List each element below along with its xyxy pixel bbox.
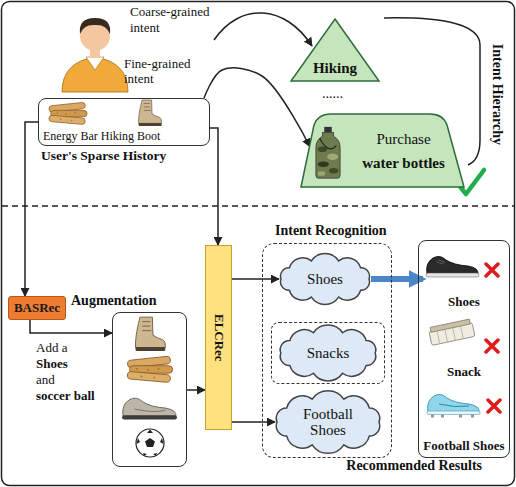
node-text: Shoes [307, 270, 343, 288]
intent-label: Coarse-grained intent [130, 4, 225, 35]
tri-path [291, 19, 379, 81]
note-text: soccer ball [36, 388, 95, 404]
node-text: Shoes [448, 294, 480, 309]
node-text: ELCRec [211, 314, 227, 362]
note-text: Shoes [36, 356, 68, 372]
model-box: ELCRec [205, 245, 232, 430]
connector-arrow [187, 389, 205, 391]
history-box: Energy Bar Hiking BootUser's Sparse Hist… [38, 98, 210, 146]
snack-image [428, 319, 475, 346]
group-box: Intent RecognitionShoesSnacksFootball Sh… [262, 243, 392, 458]
cloud-path [280, 325, 376, 381]
results-box: Recommended ResultsShoesSnackFootball Sh… [418, 240, 510, 458]
cross-mark [486, 340, 498, 352]
connector-arrow [210, 128, 218, 245]
trap-outline [300, 113, 465, 188]
node-text: Snacks [307, 344, 350, 362]
result-item: Snack [421, 317, 507, 381]
node-heading: User's Sparse History [41, 148, 166, 164]
shoe-image [122, 398, 177, 419]
ellipsis: ...... [322, 86, 343, 103]
football-shoe-image [427, 394, 480, 417]
result-item: Shoes [421, 245, 507, 311]
node-heading: Recommended Results [346, 458, 482, 475]
node-text: water bottles [362, 154, 445, 172]
cloud-path [281, 254, 370, 305]
hiking-boot-image [135, 317, 165, 351]
cross-mark [488, 400, 500, 412]
node-text: Football Shoes [423, 438, 504, 453]
soccer-ball-image [136, 429, 164, 457]
note-text: and [36, 372, 55, 388]
node-text: Football Shoes [288, 406, 368, 439]
connector-arrow [371, 276, 423, 282]
coarse-intent-arrow [214, 13, 312, 46]
intent-cloud: Shoes [275, 254, 375, 304]
hierarchy-label: Intent Hierarchy [489, 29, 506, 159]
connector-arrow [30, 320, 112, 333]
node-text: Snack [447, 364, 481, 379]
intent-cloud: Football Shoes [271, 392, 385, 452]
divider-line [2, 205, 514, 207]
intent-cloud: Snacks [271, 322, 385, 384]
user-icon [62, 18, 128, 92]
trap-path [301, 114, 464, 187]
hiking-boot-image [139, 100, 162, 126]
process-box: BASRec [8, 296, 66, 320]
intent-triangle: Hiking [290, 18, 380, 82]
result-item: Football Shoes [421, 387, 507, 455]
shoe-image [426, 256, 479, 277]
note-text: Add a [36, 340, 67, 356]
connector-arrow [25, 122, 38, 296]
edge-label: Fine-grained intent [124, 56, 204, 86]
node-text: Purchase [376, 130, 430, 148]
node-text: Hiking [313, 59, 357, 77]
connector-arrow [232, 278, 279, 280]
node-text: BASRec [14, 300, 60, 316]
energy-bar-image [127, 356, 173, 383]
water-bottle-image [316, 127, 340, 178]
augmented-box: Augmentation [112, 312, 187, 467]
cross-mark [486, 264, 498, 276]
node-heading: Intent Recognition [275, 223, 387, 240]
node-heading: Augmentation [71, 293, 157, 310]
intent-trapezoid: Purchase water bottles [300, 113, 465, 188]
node-text: Energy Bar Hiking Boot [43, 129, 160, 143]
connector-arrow [232, 421, 275, 423]
energy-bar-image [49, 102, 87, 124]
cloud-path [276, 391, 379, 454]
